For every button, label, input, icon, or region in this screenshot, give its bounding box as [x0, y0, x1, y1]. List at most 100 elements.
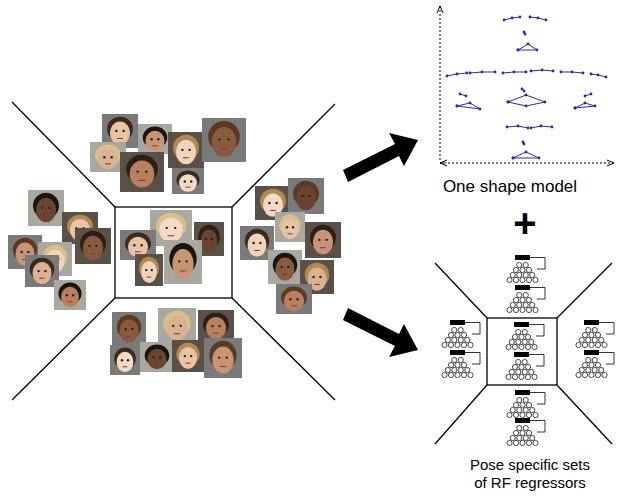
- tree-node: [526, 297, 531, 302]
- tree-node: [526, 440, 531, 445]
- caption: One shape model: [430, 177, 590, 197]
- tree-node: [507, 277, 512, 282]
- tree-node: [533, 307, 538, 312]
- eye: [133, 244, 135, 246]
- face: [296, 186, 316, 210]
- eye: [95, 245, 97, 247]
- landmark-point: [519, 16, 522, 19]
- landmark-point: [590, 93, 593, 96]
- tree-node: [520, 412, 525, 417]
- eye: [188, 149, 190, 151]
- tree-node: [576, 342, 581, 347]
- face-photo: [158, 308, 196, 344]
- tree-node: [526, 430, 531, 435]
- eye: [184, 355, 186, 357]
- photo-background: [158, 308, 196, 344]
- tree-node: [522, 369, 527, 374]
- landmark-point: [517, 49, 520, 52]
- eye: [186, 260, 188, 262]
- tree-root: [515, 285, 530, 290]
- tree-node: [533, 277, 538, 282]
- photo-background: [25, 255, 59, 287]
- tree-node: [445, 367, 450, 372]
- tree-node: [512, 344, 517, 349]
- pose-partition: [12, 102, 335, 400]
- face: [284, 291, 304, 311]
- tree-node: [513, 277, 518, 282]
- mouth: [207, 246, 212, 247]
- mouth: [220, 149, 227, 150]
- mouth: [123, 366, 128, 367]
- photo-background: [112, 312, 146, 346]
- photo-background: [120, 152, 164, 192]
- photo-background: [172, 168, 204, 194]
- landmark-point: [502, 72, 505, 75]
- tree-node: [592, 357, 597, 362]
- face: [145, 131, 164, 151]
- tree-node: [513, 440, 518, 445]
- face: [212, 127, 237, 157]
- tree-node: [525, 374, 530, 379]
- tree-node: [579, 367, 584, 372]
- tree-node: [448, 342, 453, 347]
- tree-node: [526, 402, 531, 407]
- partition-line: [557, 263, 612, 318]
- tree-node: [599, 337, 604, 342]
- photo-background: [138, 124, 172, 154]
- partition-line: [557, 385, 612, 444]
- tree-node: [517, 407, 522, 412]
- tree-node: [513, 402, 518, 407]
- mouth: [154, 363, 159, 364]
- landmark-point: [456, 105, 459, 108]
- tree-node: [507, 412, 512, 417]
- tree-node: [523, 262, 528, 267]
- eye: [289, 298, 291, 300]
- landmark-point: [446, 75, 449, 78]
- landmark-point: [466, 72, 469, 75]
- mouth: [180, 271, 186, 272]
- face: [212, 346, 233, 373]
- landmark-point: [544, 101, 547, 104]
- landmark-point: [506, 126, 509, 129]
- landmark-point: [525, 94, 528, 97]
- shape-contour: [591, 74, 606, 77]
- tree-node: [442, 372, 447, 377]
- tree-node: [458, 327, 463, 332]
- tree-node: [523, 397, 528, 402]
- tree-node: [507, 307, 512, 312]
- face-photo: [112, 312, 146, 346]
- face-photo: [305, 222, 341, 258]
- partition-line: [435, 385, 487, 444]
- face: [313, 230, 333, 254]
- tree-node: [512, 374, 517, 379]
- tree-node: [595, 372, 600, 377]
- tree-root: [515, 418, 530, 423]
- eye: [308, 195, 310, 197]
- tree-node: [533, 440, 538, 445]
- tree-node: [452, 327, 457, 332]
- regression-tree: [507, 285, 545, 313]
- face-photo: [268, 250, 302, 284]
- tree-node: [589, 342, 594, 347]
- mouth: [43, 215, 49, 216]
- tree-root: [450, 320, 465, 325]
- landmark-point: [527, 43, 530, 46]
- tree-link: [599, 353, 614, 365]
- frontal-square: [487, 318, 557, 385]
- tree-node: [530, 272, 535, 277]
- landmark-point: [507, 101, 510, 104]
- tree-node: [576, 372, 581, 377]
- tree-link: [465, 353, 480, 365]
- regression-tree: [506, 322, 544, 350]
- tree-node: [513, 307, 518, 312]
- mouth: [220, 366, 226, 367]
- tree-node: [455, 332, 460, 337]
- plus-sign: +: [505, 203, 545, 243]
- landmark-point: [479, 108, 482, 111]
- tree-node: [582, 332, 587, 337]
- tree-node: [602, 342, 607, 347]
- axis: [440, 163, 444, 164]
- tree-node: [507, 440, 512, 445]
- tree-node: [523, 292, 528, 297]
- face-photo: [168, 132, 204, 168]
